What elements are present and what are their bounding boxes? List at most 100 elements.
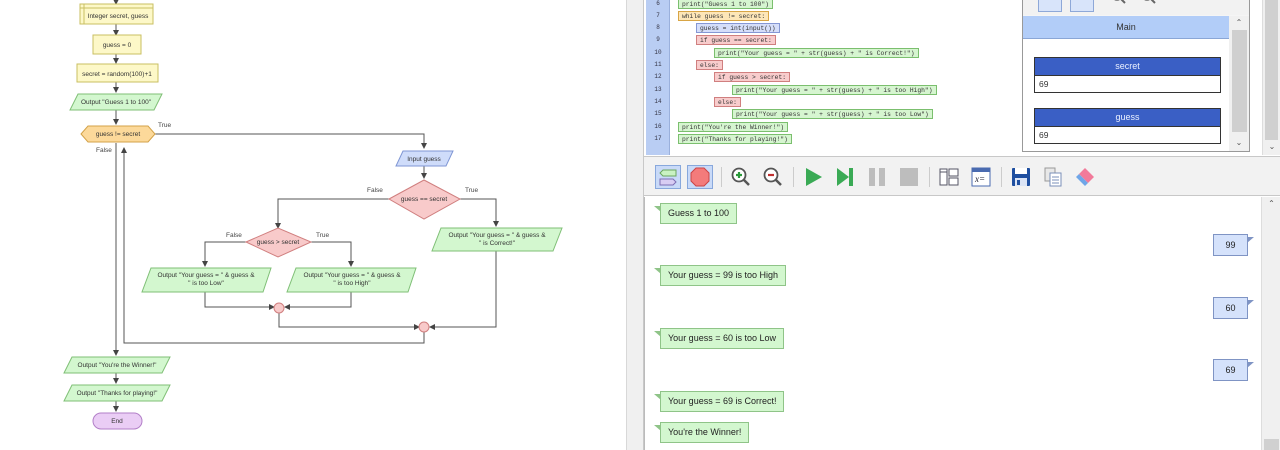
code-scrollbar[interactable]: ⌄ [1262,0,1280,155]
code-line[interactable]: print("Guess 1 to 100") [678,0,773,9]
clear-icon [1076,168,1094,186]
flow-node-output-high[interactable]: Output "Your guess = " & guess & " is to… [286,267,417,293]
flow-node-output-low[interactable]: Output "Your guess = " & guess & " is to… [141,267,272,293]
console-input-message: 60 [1213,297,1254,319]
variables-panel: Main secret 69 guess 69 ⌃ ⌄ [1022,0,1250,152]
variable-secret: secret 69 [1034,57,1221,93]
flow-node-assign-secret-text: secret = random(100)+1 [82,71,152,78]
console-output-message: Your guess = 99 is too High [654,265,786,286]
toolbar-separator [929,167,930,187]
flow-node-if-high[interactable]: guess > secret [244,227,313,258]
console-scrollbar[interactable]: ⌃ [1261,197,1280,450]
line-number: 12 [654,73,662,81]
stop-button[interactable] [896,165,922,189]
zoom-in-icon [731,167,750,186]
flow-node-input-guess[interactable]: Input guess [395,150,454,167]
flow-node-output-intro[interactable]: Output "Guess 1 to 100" [69,93,163,111]
zoom-out-icon[interactable] [1141,0,1157,4]
code-line[interactable]: while guess != secret: [678,10,770,21]
flowchart-view-button[interactable] [655,165,681,189]
scroll-down-icon[interactable]: ⌄ [1235,138,1243,147]
code-line[interactable]: print("You're the Winner!") [678,121,789,132]
zoom-out-icon [763,167,782,186]
flow-node-output-thanks[interactable]: Output "Thanks for playing!" [63,384,171,402]
code-line[interactable]: guess = int(input()) [696,23,780,34]
copy-icon [1044,167,1062,187]
scroll-down-icon[interactable]: ⌄ [1268,142,1276,151]
line-number: 14 [654,97,662,105]
line-number: 6 [656,0,660,7]
flow-join-inner [273,302,285,314]
zoom-in-button[interactable] [728,165,754,189]
code-line[interactable]: else: [714,96,741,107]
variables-list: secret 69 guess 69 [1023,39,1229,151]
variables-scrollbar[interactable]: ⌃ ⌄ [1229,16,1249,151]
code-line[interactable]: print("Your guess = " + str(guess) + " i… [732,109,933,120]
line-number: 10 [654,48,662,56]
line-number: 11 [654,61,662,68]
layout-button[interactable] [936,165,962,189]
line-number: 16 [654,122,662,130]
flow-node-output-winner[interactable]: Output "You're the Winner!" [63,356,171,374]
flow-node-output-low-text-2: " is too Low" [188,280,224,287]
clear-button[interactable] [1072,165,1098,189]
layout-icon [939,168,959,186]
flow-node-loop-text: guess != secret [96,131,140,138]
code-line[interactable]: print("Your guess = " + str(guess) + " i… [732,84,937,95]
flow-node-output-correct-text-1: Output "Your guess = " & guess & [448,232,546,239]
code-line[interactable]: if guess > secret: [714,72,791,83]
variables-button[interactable]: x= [968,165,994,189]
scroll-up-icon[interactable]: ⌃ [1268,199,1275,208]
high-false-label: False [226,232,242,239]
breakpoint-button[interactable] [687,165,713,189]
line-number: 8 [656,24,660,32]
correct-true-label: True [465,187,479,194]
code-line[interactable]: if guess == secret: [696,35,776,46]
flow-node-assign-guess[interactable]: guess = 0 [92,34,142,55]
console-input-message: 99 [1213,234,1254,256]
scroll-thumb[interactable] [1265,0,1278,140]
line-number: 17 [654,134,662,142]
save-icon [1012,168,1030,186]
flowchart-view-icon [659,169,677,186]
variables-layout-button[interactable] [1038,0,1062,12]
variables-window-button[interactable] [1070,0,1094,12]
variable-value: 69 [1035,75,1220,92]
flow-node-end[interactable]: End [92,412,143,430]
scroll-thumb[interactable] [1264,439,1279,450]
zoom-out-button[interactable] [760,165,786,189]
panel-divider[interactable] [626,0,644,450]
flow-node-if-correct[interactable]: guess == secret [387,179,462,220]
flow-node-output-winner-text: Output "You're the Winner!" [78,362,158,369]
copy-button[interactable] [1040,165,1066,189]
run-toolbar: x= [644,156,1280,196]
code-line[interactable]: print("Your guess = " + str(guess) + " i… [714,47,919,58]
scroll-up-icon[interactable]: ⌃ [1235,18,1243,27]
flow-node-output-thanks-text: Output "Thanks for playing!" [77,390,159,397]
flow-node-output-high-text-2: " is too High" [333,280,371,287]
loop-true-label: True [158,122,172,129]
code-line[interactable]: else: [696,60,723,70]
step-icon [837,168,853,186]
code-line[interactable]: print("Thanks for playing!") [678,133,792,144]
step-button[interactable] [832,165,858,189]
flow-node-output-low-text-1: Output "Your guess = " & guess & [157,272,255,279]
console-output-message: You're the Winner! [653,422,750,443]
run-button[interactable] [800,165,826,189]
scroll-thumb[interactable] [1232,30,1247,132]
variable-guess: guess 69 [1034,108,1221,144]
flow-node-output-correct[interactable]: Output "Your guess = " & guess & " is Co… [431,227,563,252]
zoom-in-icon[interactable] [1111,0,1127,4]
flow-node-loop[interactable]: guess != secret [80,125,156,143]
variable-name: secret [1035,58,1220,75]
toolbar-separator [1001,167,1002,187]
pause-button[interactable] [864,165,890,189]
correct-false-label: False [367,187,383,194]
svg-text:x=: x= [974,174,985,184]
flow-node-assign-secret[interactable]: secret = random(100)+1 [76,63,159,83]
flow-node-declare[interactable]: Integer secret, guess [79,3,154,25]
save-button[interactable] [1008,165,1034,189]
